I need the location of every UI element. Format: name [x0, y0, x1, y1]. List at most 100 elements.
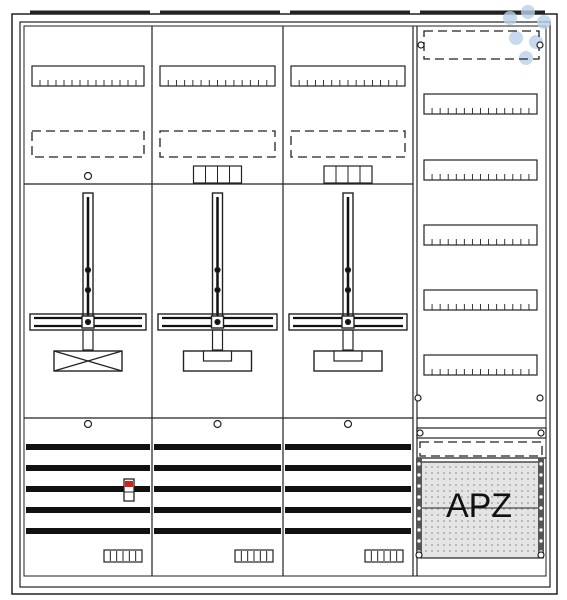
apz-perforation: [509, 514, 511, 516]
carrier-hole: [84, 286, 92, 294]
watermark-dot: [537, 15, 551, 29]
apz-perforation: [503, 514, 505, 516]
apz-perforation: [515, 538, 517, 540]
apz-perforation: [425, 532, 427, 534]
apz-perforation: [533, 478, 535, 480]
apz-perforation: [443, 472, 445, 474]
apz-perforation: [485, 532, 487, 534]
lower-din-rail: [285, 465, 411, 471]
apz-perforation: [491, 550, 493, 552]
apz-perforation: [479, 484, 481, 486]
apz-perforation: [521, 508, 523, 510]
apz-perforation: [491, 502, 493, 504]
apz-perforation: [461, 514, 463, 516]
apz-perforation: [473, 508, 475, 510]
apz-side-hole: [417, 517, 421, 521]
apz-perforation: [515, 526, 517, 528]
lower-din-rail: [26, 444, 150, 450]
apz-perforation: [449, 466, 451, 468]
apz-perforation: [461, 478, 463, 480]
apz-side-hole: [417, 539, 421, 543]
apz-perforation: [503, 466, 505, 468]
apz-perforation: [485, 520, 487, 522]
apz-perforation: [479, 466, 481, 468]
apz-perforation: [461, 526, 463, 528]
apz-perforation: [509, 544, 511, 546]
apz-perforation: [437, 490, 439, 492]
apz-perforation: [515, 466, 517, 468]
apz-perforation: [533, 472, 535, 474]
apz-perforation: [533, 496, 535, 498]
meter-carrier-lower: [211, 329, 224, 351]
apz-perforation: [449, 496, 451, 498]
apz-perforation: [521, 526, 523, 528]
apz-perforation: [497, 472, 499, 474]
apz-perforation: [479, 550, 481, 552]
apz-perforation: [455, 490, 457, 492]
apz-perforation: [497, 484, 499, 486]
apz-perforation: [497, 514, 499, 516]
apz-perforation: [425, 478, 427, 480]
apz-perforation: [491, 538, 493, 540]
apz-perforation: [455, 502, 457, 504]
apz-perforation: [533, 532, 535, 534]
apz-perforation: [437, 484, 439, 486]
apz-perforation: [503, 538, 505, 540]
lower-din-rail: [154, 465, 281, 471]
apz-perforation: [467, 496, 469, 498]
apz-side-hole: [539, 495, 543, 499]
apz-perforation: [449, 532, 451, 534]
apz-perforation: [461, 490, 463, 492]
apz-perforation: [485, 514, 487, 516]
carrier-hole: [214, 266, 221, 274]
apz-perforation: [473, 472, 475, 474]
apz-perforation: [497, 550, 499, 552]
apz-perforation: [431, 550, 433, 552]
apz-perforation: [425, 538, 427, 540]
meter-carrier-lower: [82, 329, 94, 351]
apz-perforation: [491, 532, 493, 534]
apz-perforation: [479, 502, 481, 504]
apz-perforation: [467, 502, 469, 504]
apz-side-hole: [417, 528, 421, 532]
apz-perforation: [455, 532, 457, 534]
apz-perforation: [461, 472, 463, 474]
apz-perforation: [443, 538, 445, 540]
apz-perforation: [437, 508, 439, 510]
apz-perforation: [431, 472, 433, 474]
apz-perforation: [479, 514, 481, 516]
apz-perforation: [509, 532, 511, 534]
apz-perforation: [515, 472, 517, 474]
apz-perforation: [461, 520, 463, 522]
apz-perforation: [437, 502, 439, 504]
apz-perforation: [491, 508, 493, 510]
meter-mount-notch: [333, 350, 363, 362]
apz-perforation: [491, 490, 493, 492]
apz-perforation: [479, 526, 481, 528]
apz-perforation: [437, 532, 439, 534]
apz-perforation: [467, 484, 469, 486]
apz-perforation: [455, 478, 457, 480]
apz-perforation: [443, 496, 445, 498]
apz-perforation: [503, 490, 505, 492]
apz-perforation: [527, 538, 529, 540]
apz-perforation: [509, 520, 511, 522]
apz-perforation: [443, 520, 445, 522]
apz-perforation: [467, 508, 469, 510]
apz-perforation: [485, 550, 487, 552]
lower-din-rail: [154, 507, 281, 513]
apz-perforation: [425, 544, 427, 546]
apz-perforation: [479, 496, 481, 498]
lower-din-rail: [285, 528, 411, 534]
apz-perforation: [533, 520, 535, 522]
apz-perforation: [461, 538, 463, 540]
apz-perforation: [521, 532, 523, 534]
apz-perforation: [497, 490, 499, 492]
apz-perforation: [455, 526, 457, 528]
apz-perforation: [455, 520, 457, 522]
apz-side-hole: [539, 528, 543, 532]
apz-perforation: [461, 502, 463, 504]
apz-perforation: [521, 544, 523, 546]
apz-perforation: [431, 538, 433, 540]
